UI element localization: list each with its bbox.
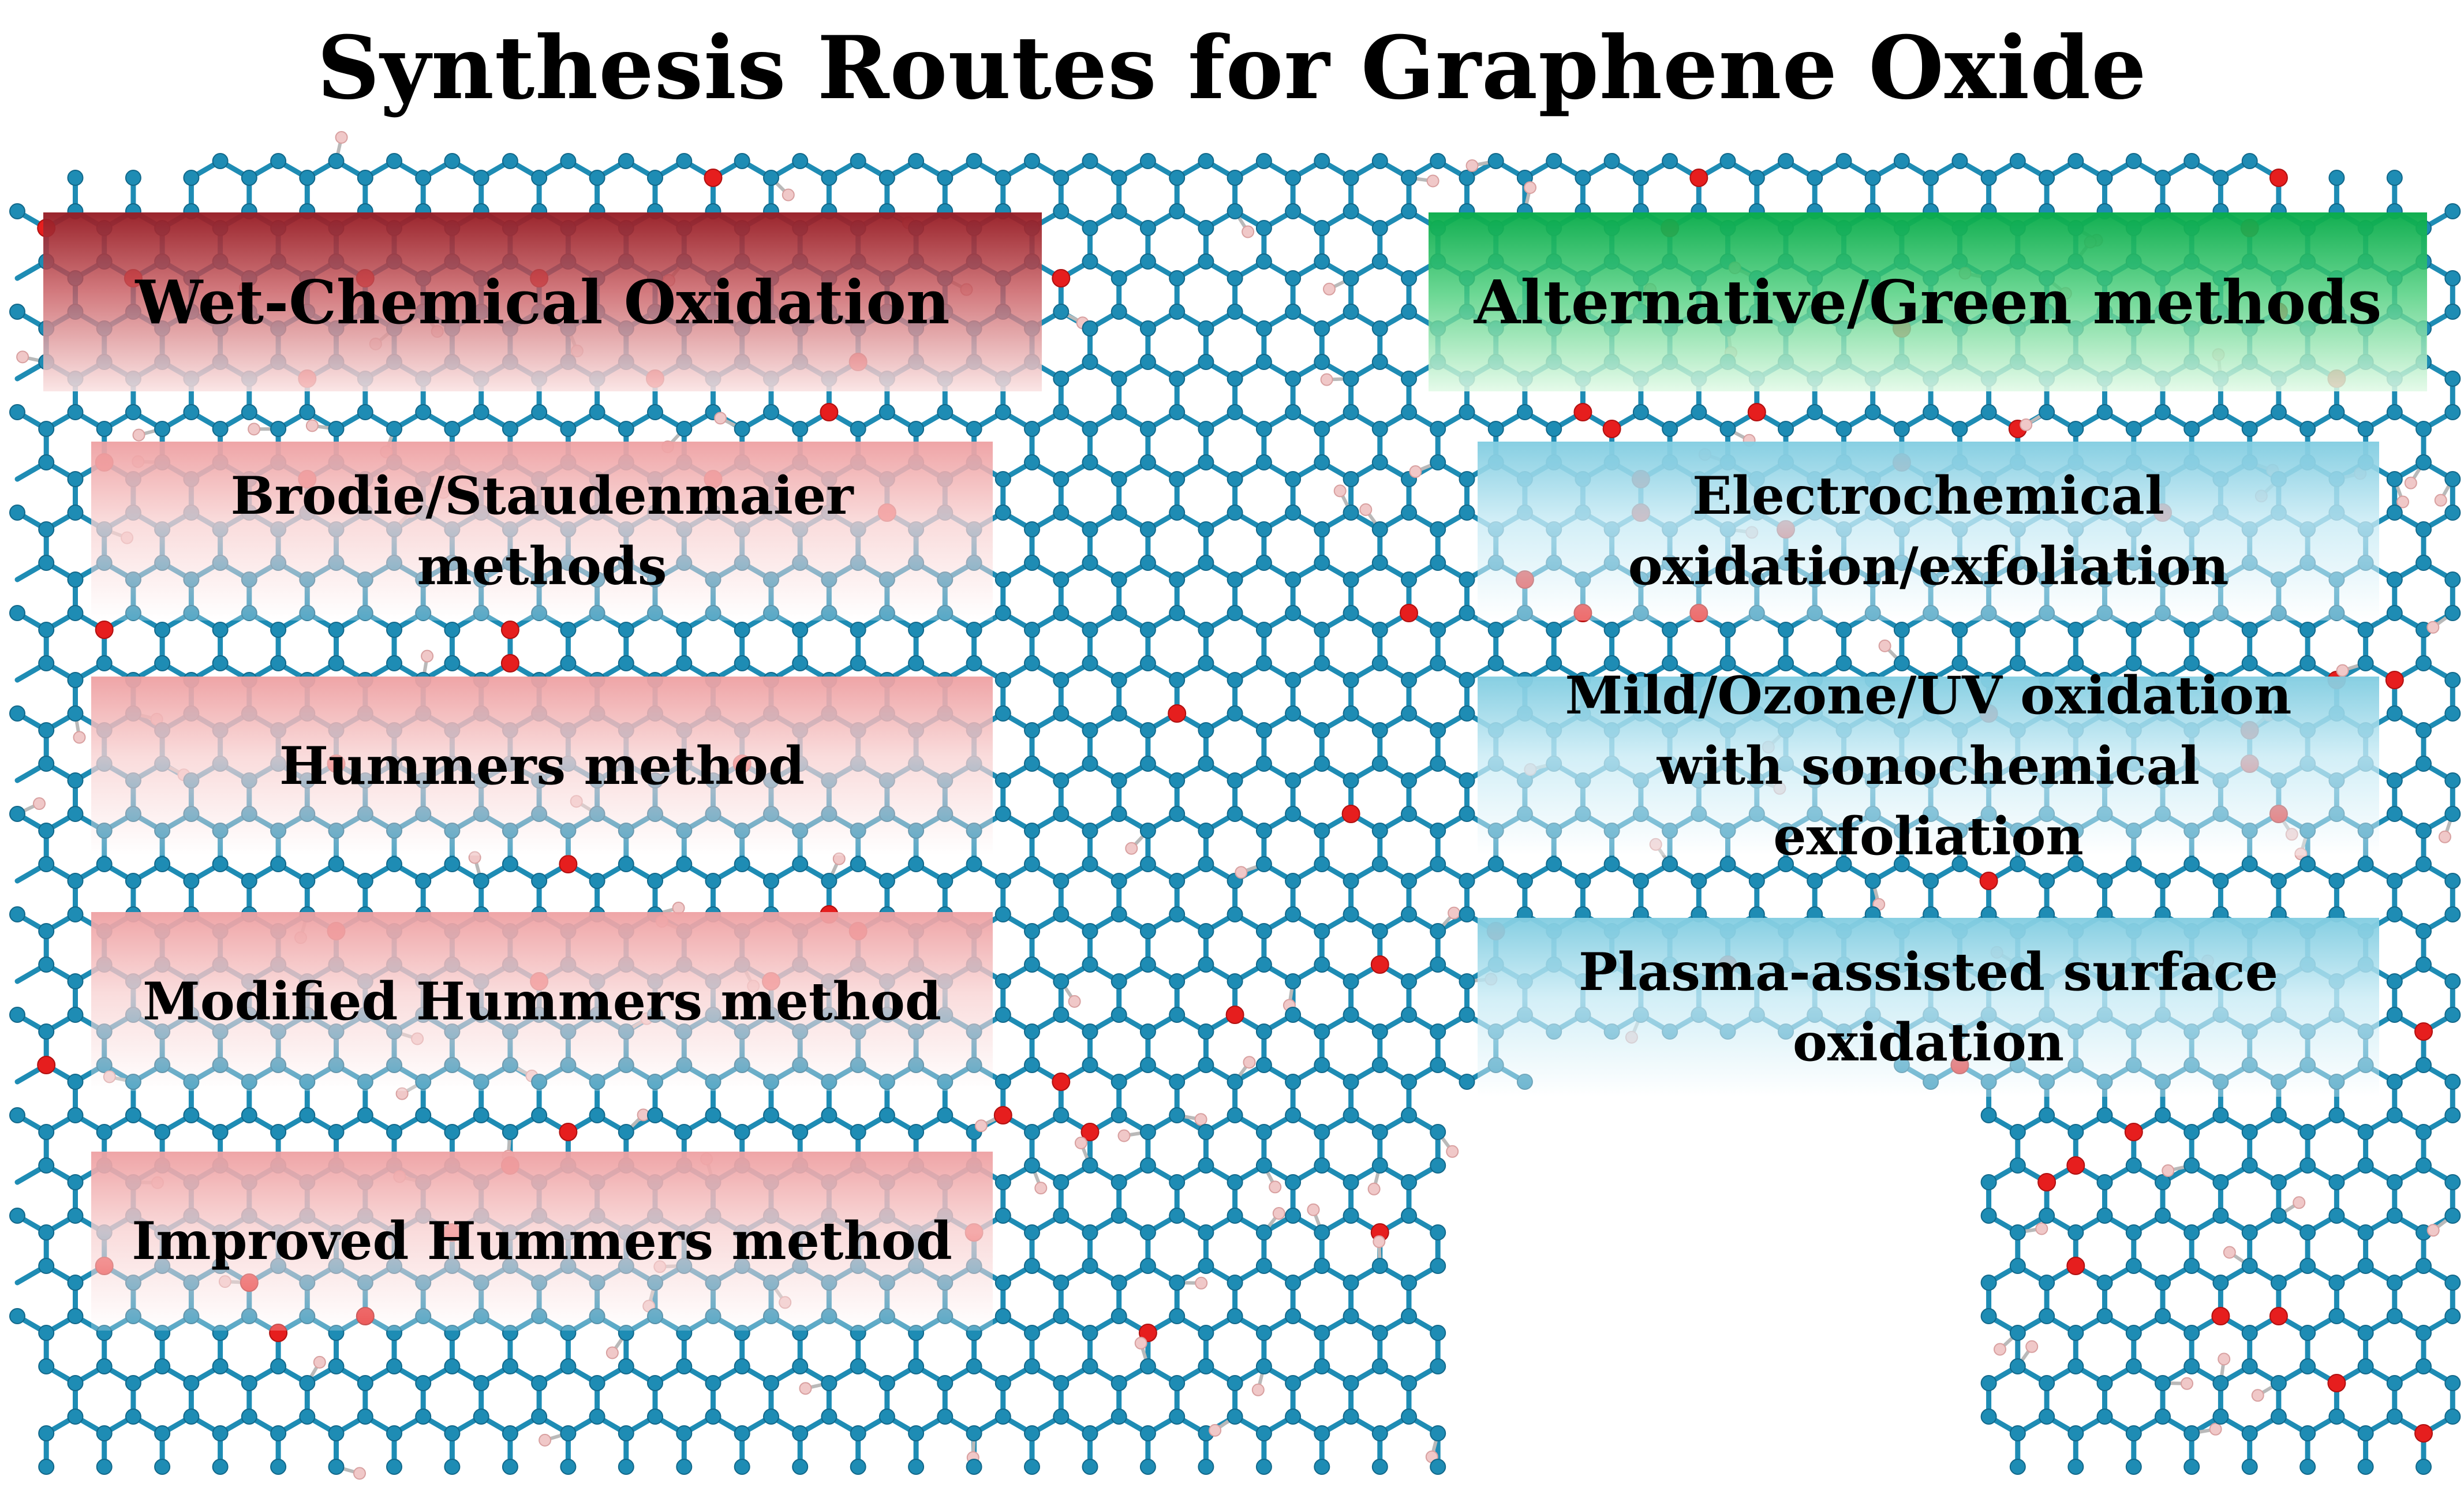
alt-method-mild-ozone-uv: Mild/Ozone/UV oxidation with sonochemica… xyxy=(1478,665,2379,867)
wet-method-hummers: Hummers method xyxy=(91,677,993,855)
wet-chemical-oxidation-header: Wet-Chemical Oxidation xyxy=(43,212,1042,391)
alternative-green-methods-header: Alternative/Green methods xyxy=(1429,212,2427,391)
alt-method-plasma-assisted: Plasma-assisted surface oxidation xyxy=(1478,918,2379,1097)
wet-method-improved-hummers: Improved Hummers method xyxy=(91,1152,993,1331)
wet-method-modified-hummers: Modified Hummers method xyxy=(91,912,993,1091)
wet-method-brodie-staudenmaier: Brodie/Staudenmaier methods xyxy=(91,442,993,621)
diagram-title: Synthesis Routes for Graphene Oxide xyxy=(317,17,2147,119)
alt-method-electrochemical: Electrochemical oxidation/exfoliation xyxy=(1478,442,2379,621)
